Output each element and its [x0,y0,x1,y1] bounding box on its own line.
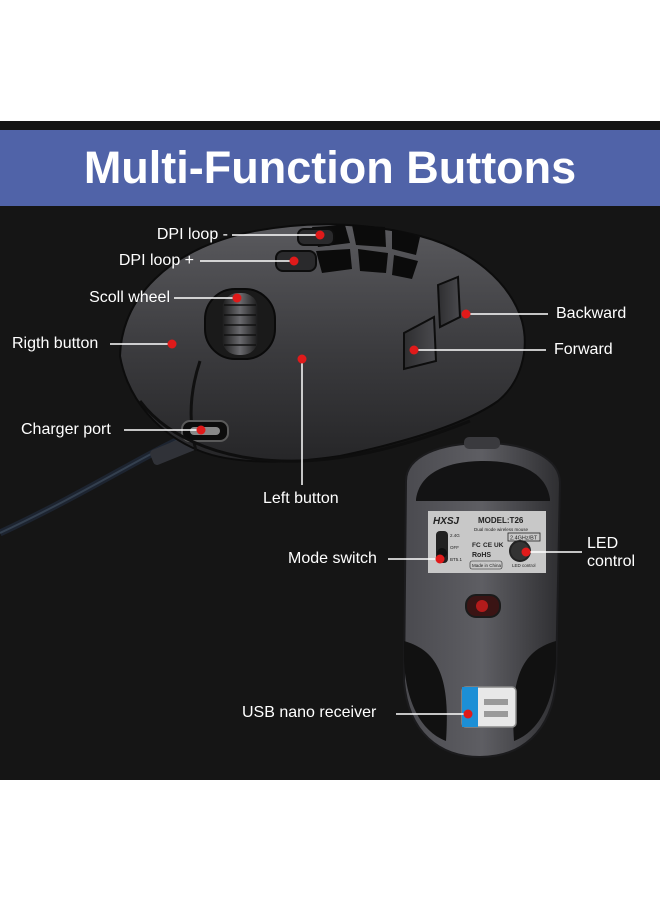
switch-pos-3: BT5.1 [450,557,463,562]
label-dpi-minus: DPI loop - [156,226,228,243]
label-scroll-wheel: Scoll wheel [89,289,170,306]
model-text: MODEL:T26 [478,516,524,525]
label-forward: Forward [554,341,613,358]
product-panel: Multi-Function Buttons [0,121,660,780]
label-backward: Backward [556,305,627,322]
label-led-control-line2: control [587,553,636,570]
switch-pos-2: OFF [450,545,459,550]
band-text: 2.4GHz/BT [510,536,538,542]
led-print-text: LED control [512,563,536,568]
made-in-text: Made in China [472,563,502,568]
mouse-illustration: HXSJ MODEL:T26 Dual mode wireless mouse … [0,223,582,759]
rohs-text: RoHS [472,552,491,559]
label-led-control-line1: LED [587,535,619,552]
label-usb-receiver: USB nano receiver [242,704,377,721]
cert-fc: FC [472,542,481,549]
callout-markers [167,230,531,719]
cert-ce: CE [483,542,493,549]
label-left-button: Left button [263,490,339,507]
banner-title: Multi-Function Buttons [83,142,577,193]
switch-pos-1: 2.4G [450,533,460,538]
mouse-top-view [118,223,526,463]
label-right-button: Rigth button [12,335,99,352]
mouse-bottom-view [402,437,562,759]
label-dpi-plus: DPI loop + [118,252,194,269]
brand-logo: HXSJ [433,516,460,527]
subtitle-text: Dual mode wireless mouse [474,527,529,532]
cert-uk: UK [494,542,504,549]
label-charger-port: Charger port [21,421,111,438]
label-mode-switch: Mode switch [288,550,377,567]
title-banner: Multi-Function Buttons [0,130,660,206]
